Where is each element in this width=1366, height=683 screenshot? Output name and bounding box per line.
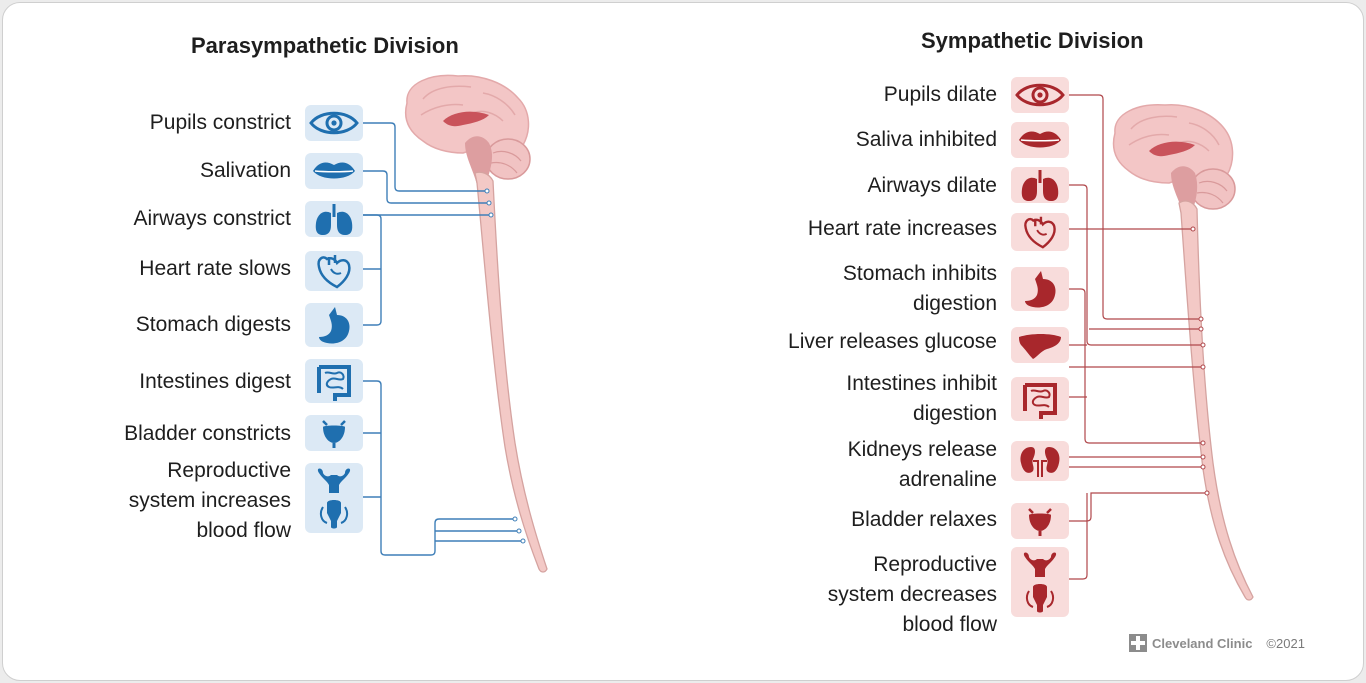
sympathetic-title: Sympathetic Division [921,28,1144,53]
parasympathetic-label-lips: Salivation [199,159,291,182]
sympathetic-label-lips: Saliva inhibited [855,128,997,151]
lungs-icon [1011,167,1069,203]
parasympathetic-label-stomach: Stomach digests [135,313,291,336]
intestines-icon [305,359,363,403]
bladder-icon [305,415,363,451]
lips-icon [305,153,363,189]
left-spinal-cord [474,171,548,573]
right-brain [1112,104,1236,213]
sympathetic-label-eye: Pupils dilate [883,83,997,106]
reproductive-icon [1011,547,1069,617]
kidneys-icon [1011,441,1069,481]
eye-icon [1011,77,1069,113]
parasympathetic-label-heart: Heart rate slows [139,257,291,280]
bladder-icon [1011,503,1069,539]
footer: Cleveland Clinic ©2021 [1129,632,1305,654]
parasympathetic-connections [363,122,523,556]
heart-icon [305,251,363,291]
stomach-icon [305,303,363,347]
sympathetic-label-liver: Liver releases glucose [788,330,997,353]
right-spinal-cord [1178,200,1254,601]
parasympathetic-title: Parasympathetic Division [191,33,459,58]
lungs-icon [305,201,363,237]
cleveland-clinic-logo-icon [1129,634,1147,652]
sympathetic-nerve-dots [1190,226,1210,496]
sympathetic-label-heart: Heart rate increases [807,217,997,240]
parasympathetic-label-eye: Pupils constrict [149,111,291,134]
parasympathetic-label-bladder: Bladder constricts [124,422,291,445]
nervous-system-diagram [363,74,1254,601]
intestines-icon [1011,377,1069,421]
eye-icon [305,105,363,141]
copyright: ©2021 [1266,635,1305,651]
sympathetic-label-bladder: Bladder relaxes [851,508,997,531]
sympathetic-connections [1069,94,1207,580]
parasympathetic-label-lungs: Airways constrict [133,207,291,230]
lips-icon [1011,122,1069,158]
brand-name: Cleveland Clinic [1152,635,1253,651]
parasympathetic-nerve-dots [484,188,526,544]
parasympathetic-label-intestines: Intestines digest [139,370,291,393]
reproductive-icon [305,463,363,533]
liver-icon [1011,327,1069,363]
left-brain [404,74,531,185]
sympathetic-label-lungs: Airways dilate [867,174,997,197]
heart-icon [1011,213,1069,251]
stomach-icon [1011,267,1069,311]
